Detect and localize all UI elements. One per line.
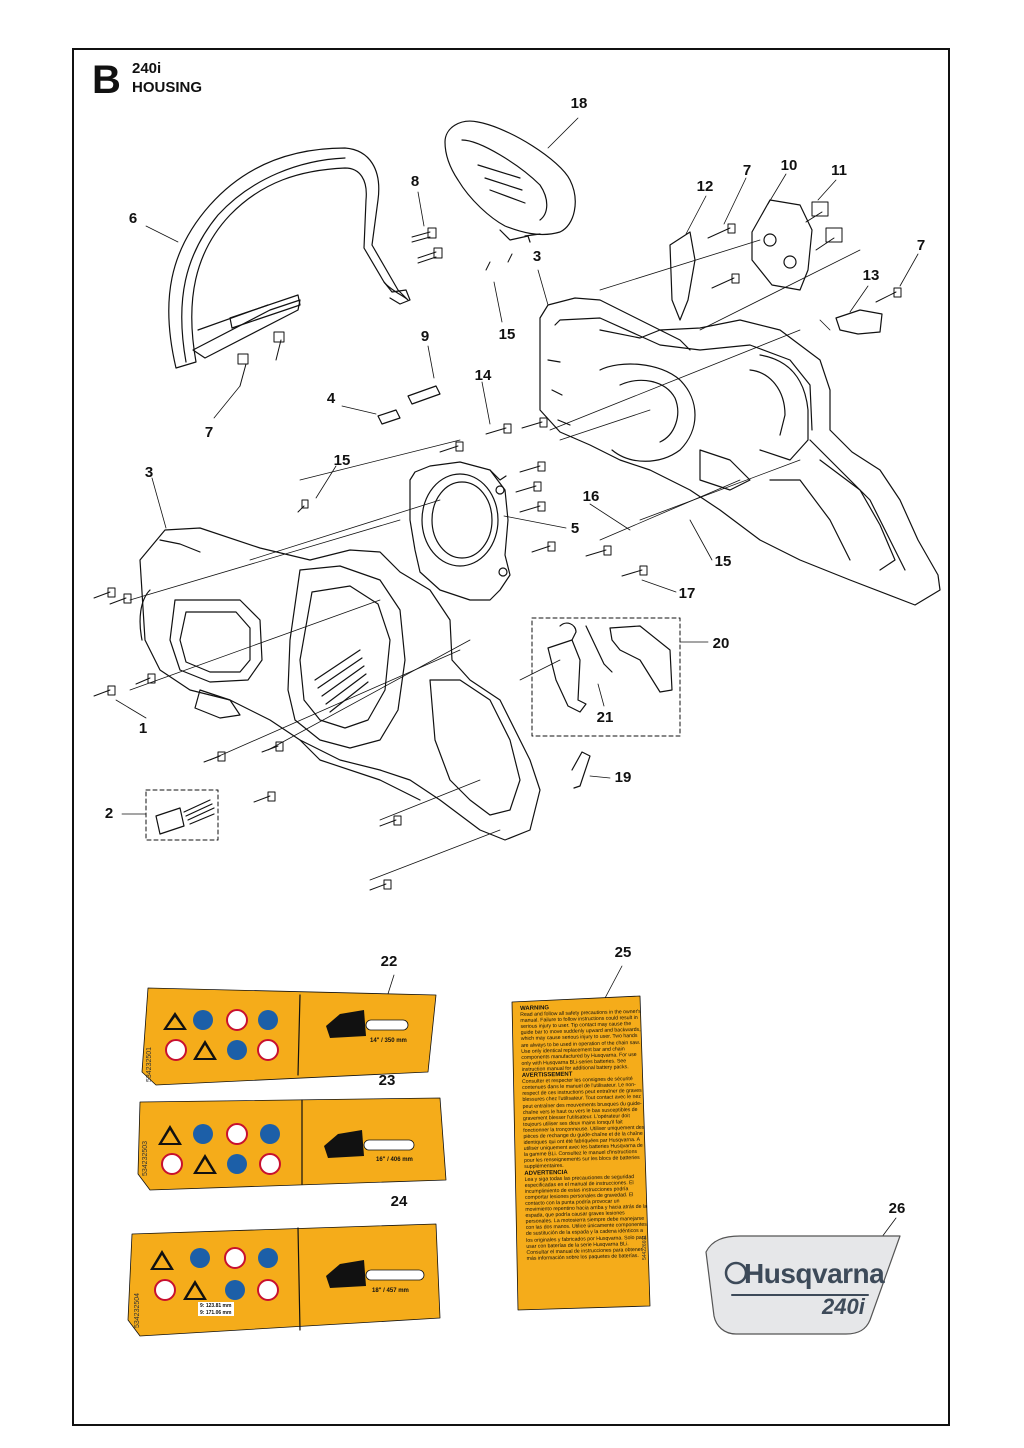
callout-3b: 3 [144, 464, 154, 481]
callout-14: 14 [474, 367, 492, 384]
callout-9: 9 [420, 328, 430, 345]
callout-22: 22 [380, 953, 398, 970]
model-badge [705, 1235, 901, 1335]
callout-6: 6 [128, 210, 138, 227]
housing-left [139, 527, 541, 841]
small-parts [229, 199, 883, 425]
callout-1: 1 [138, 720, 148, 737]
leader-lines [129, 239, 861, 881]
page-frame [72, 48, 950, 1426]
callout-25: 25 [614, 944, 632, 961]
decal-24-code: 534232504 [134, 1292, 141, 1328]
callout-18: 18 [570, 95, 588, 112]
decal-icons [150, 1009, 281, 1316]
callout-20: 20 [712, 635, 730, 652]
model-label: 240i [132, 60, 162, 77]
decal-24-bar: 18" / 457 mm [372, 1288, 409, 1294]
callout-3a: 3 [532, 248, 542, 265]
warning-body-en: Read and follow all safety precautions i… [520, 1008, 641, 1073]
callout-7a: 7 [204, 424, 214, 441]
callout-19: 19 [614, 769, 632, 786]
callout-23: 23 [378, 1072, 396, 1089]
screws [93, 201, 902, 891]
callout-15c: 15 [714, 553, 732, 570]
warning-label-shape [511, 995, 651, 1311]
callout-17: 17 [678, 585, 696, 602]
kit-parts [155, 622, 673, 835]
callout-7b: 7 [742, 162, 752, 179]
callout-2: 2 [104, 805, 114, 822]
decal-23 [137, 1097, 447, 1191]
top-cover [444, 120, 576, 243]
callout-10: 10 [780, 157, 798, 174]
decal-24-note2: 9: 171.06 mm [200, 1310, 232, 1316]
motor-bracket [409, 461, 511, 601]
decal-24-note1: 9: 123.81 mm [200, 1303, 232, 1309]
callout-16: 16 [582, 488, 600, 505]
front-handle [168, 147, 411, 369]
callout-15a: 15 [498, 326, 516, 343]
callout-13: 13 [862, 267, 880, 284]
badge-model: 240i [822, 1294, 865, 1319]
callout-21: 21 [596, 709, 614, 726]
warning-label-code: 544226601 [642, 1234, 648, 1260]
section-title: HOUSING [132, 79, 203, 96]
callout-15b: 15 [333, 452, 351, 469]
callout-26: 26 [888, 1200, 906, 1217]
warning-label-text: WARNING Read and follow all safety preca… [520, 1003, 649, 1262]
decal-22-bar: 14" / 350 mm [370, 1038, 407, 1044]
callout-11: 11 [831, 162, 847, 179]
decal-23-code: 534232503 [142, 1140, 149, 1176]
callout-7c: 7 [916, 237, 926, 254]
brand-name: Husqvarna [744, 1258, 885, 1289]
decal-22 [141, 987, 437, 1086]
callout-4: 4 [326, 390, 336, 407]
warning-body-es: Lea y siga todas las precauciones de seg… [524, 1173, 648, 1262]
decal-23-bar: 16" / 406 mm [376, 1157, 413, 1163]
callout-12: 12 [696, 178, 714, 195]
callout-8: 8 [410, 173, 420, 190]
kit-boxes [145, 617, 681, 841]
callout-5: 5 [570, 520, 580, 537]
section-letter: B [92, 58, 121, 102]
housing-right [539, 297, 941, 606]
warning-body-fr: Consulter et respecter les consignes de … [521, 1076, 645, 1171]
decal-saw-icons [324, 1010, 425, 1288]
callout-24: 24 [390, 1193, 408, 1210]
decal-22-code: 534232501 [146, 1046, 153, 1082]
